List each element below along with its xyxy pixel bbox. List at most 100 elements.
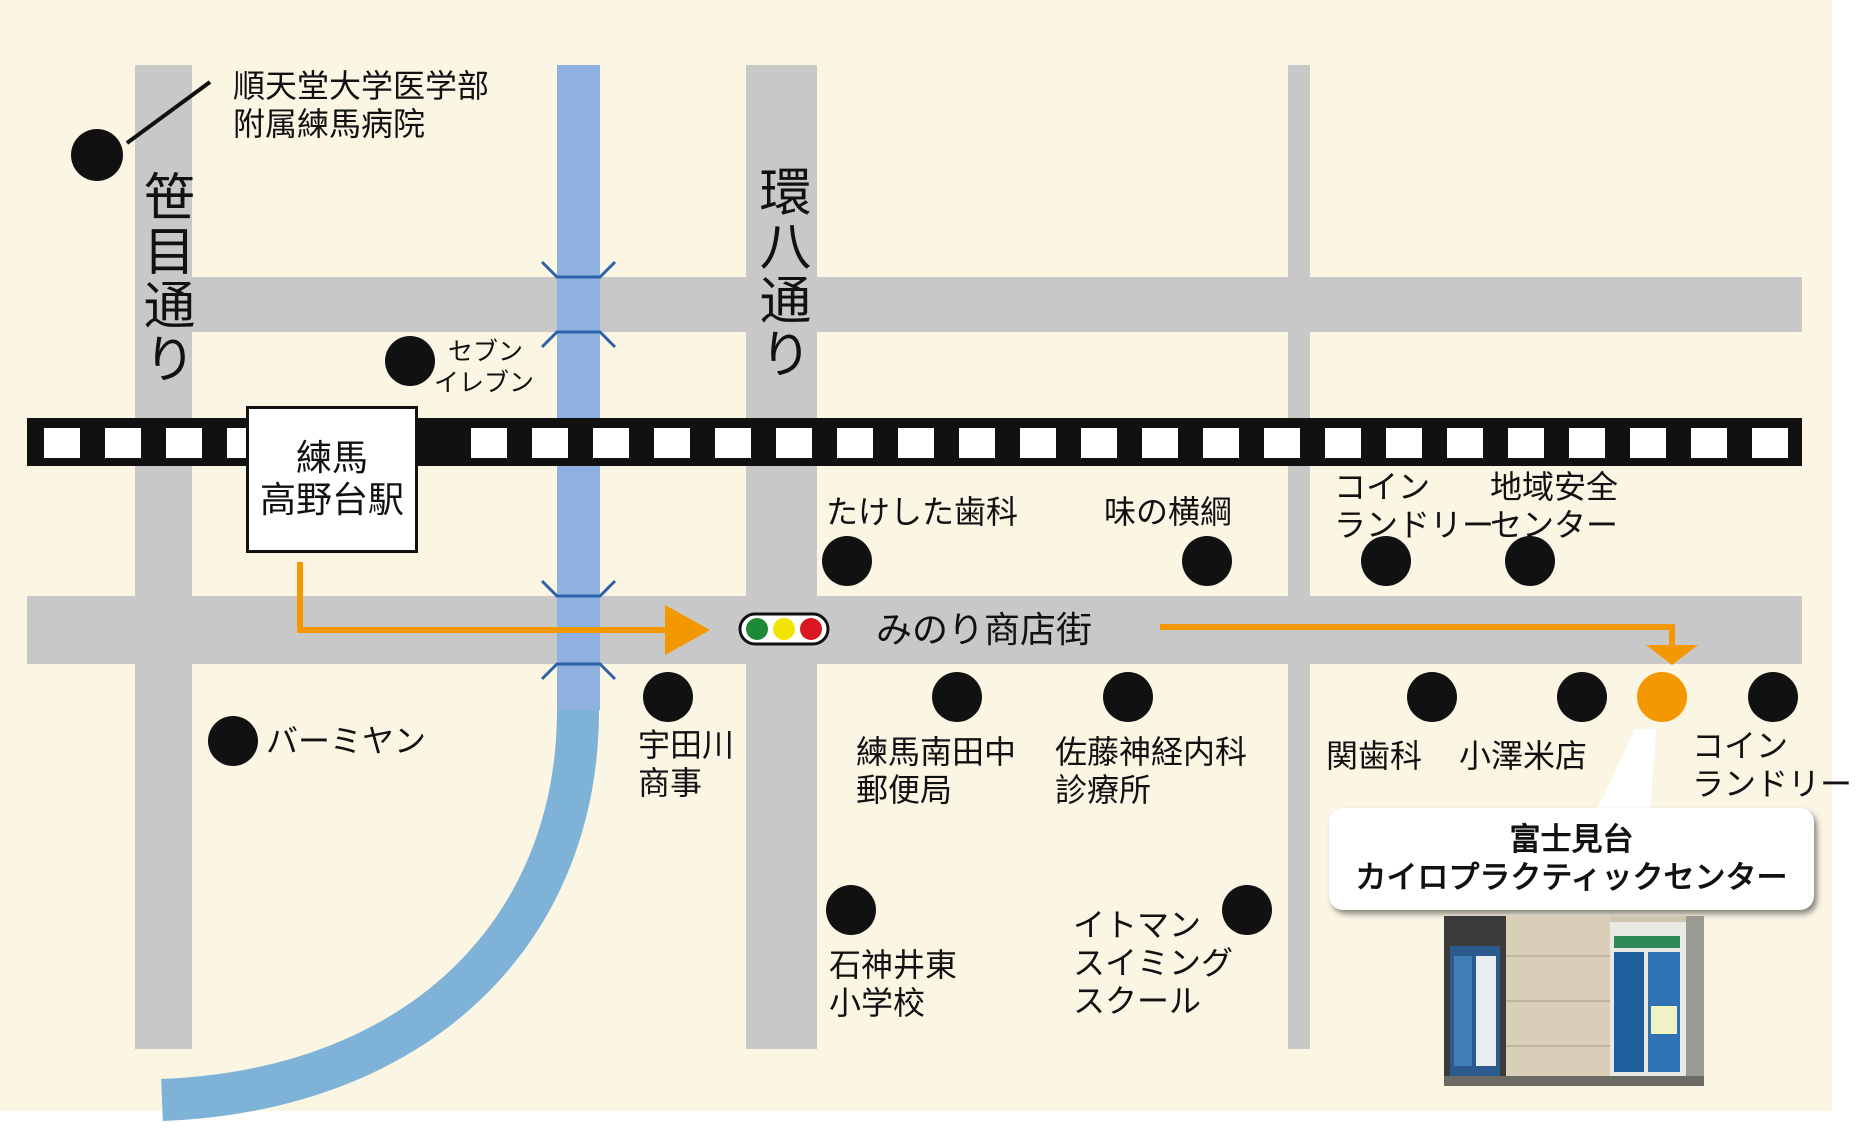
station-box[interactable]: 練馬 高野台駅: [246, 406, 418, 553]
label-seven-eleven: セブン イレブン: [434, 336, 534, 398]
rail-tie: [1691, 428, 1727, 458]
label-line: 郵便局: [856, 771, 953, 809]
road-label-kanpachi: 環八通り: [750, 165, 810, 381]
river-curve: [161, 709, 599, 1121]
label-line: たけした歯科: [826, 493, 1019, 531]
road-kanpachi: [746, 65, 817, 1049]
rail-tie: [1447, 428, 1483, 458]
storefront-photo: [1444, 916, 1704, 1086]
route-arrows: [297, 562, 1698, 665]
road-sasame: [135, 65, 192, 1049]
route-line-east: [1160, 624, 1675, 648]
label-line: ランドリー: [1334, 506, 1495, 544]
rail-tie: [837, 428, 873, 458]
label-post-office: 練馬南田中 郵便局: [856, 733, 1016, 809]
label-coin-laundry-south: コイン ランドリー: [1692, 727, 1852, 803]
destination-callout[interactable]: 富士見台 カイロプラクティックセンター: [1329, 808, 1814, 910]
rail-tie: [105, 428, 141, 458]
label-line: 練馬南田中: [856, 733, 1017, 771]
black-dot-icon: [71, 129, 123, 181]
roads: [27, 65, 1802, 1049]
label-line: 石神井東: [829, 946, 958, 984]
rail-tie: [1020, 428, 1056, 458]
rail-tie: [1508, 428, 1544, 458]
black-dot-icon: [643, 672, 693, 722]
rail-tie: [959, 428, 995, 458]
black-dot-icon: [1748, 672, 1798, 722]
black-dot-icon: [208, 716, 258, 766]
label-line: 小学校: [829, 984, 926, 1022]
river-straight: [557, 65, 600, 710]
label-line: 地域安全: [1490, 468, 1619, 506]
station-name-line1: 練馬: [295, 437, 368, 479]
label-seki-dental: 関歯科: [1326, 737, 1422, 775]
label-line: 順天堂大学医学部: [233, 67, 490, 105]
label-line: 診療所: [1055, 771, 1152, 809]
rail-tie: [1630, 428, 1666, 458]
road-north: [192, 277, 1802, 332]
bridge-mark: [540, 330, 617, 349]
bridge-mark: [540, 579, 617, 598]
landmark-markers: [71, 129, 1798, 935]
label-line: 関歯科: [1326, 737, 1423, 775]
label-line: ランドリー: [1692, 765, 1853, 803]
label-line: スクール: [1073, 982, 1202, 1020]
rail-tie: [1752, 428, 1788, 458]
rail-tie: [654, 428, 690, 458]
label-line: イトマン: [1073, 906, 1202, 944]
rail-tie: [1386, 428, 1422, 458]
label-line: 味の横綱: [1104, 493, 1233, 531]
traffic-light-icon: [738, 612, 830, 646]
rail-tie: [1325, 428, 1361, 458]
rail-tie: [1203, 428, 1239, 458]
road-label-sasame: 笹目通り: [134, 170, 194, 386]
label-line: イレブン: [434, 368, 535, 397]
label-line: センター: [1490, 506, 1619, 544]
black-dot-icon: [1222, 885, 1272, 935]
label-line: 商事: [638, 764, 703, 802]
label-ishigamii-school: 石神井東 小学校: [829, 946, 957, 1022]
label-coin-laundry-north: コイン ランドリー: [1334, 468, 1494, 544]
station-name-line2: 高野台駅: [259, 479, 404, 521]
bridge-mark: [540, 662, 617, 681]
signal-green: [746, 618, 768, 640]
label-line: 附属練馬病院: [233, 105, 426, 143]
label-ozawa-rice: 小澤米店: [1459, 737, 1587, 775]
storefront-drawing: [1444, 916, 1704, 1086]
bridge-marks: [540, 260, 617, 681]
signal-yellow: [773, 618, 795, 640]
rail-tie: [593, 428, 629, 458]
callout-pointer: [1596, 729, 1656, 812]
black-dot-icon: [1361, 536, 1411, 586]
label-udagawa: 宇田川 商事: [638, 726, 734, 802]
label-line: 佐藤神経内科: [1055, 733, 1248, 771]
rail-tie: [1569, 428, 1605, 458]
black-dot-icon: [1103, 672, 1153, 722]
rail-tie: [1081, 428, 1117, 458]
label-line: コイン: [1692, 727, 1789, 765]
rail-tie: [898, 428, 934, 458]
road-label-minori: みのり商店街: [876, 610, 1093, 651]
black-dot-icon: [385, 336, 435, 386]
rail-tie: [471, 428, 507, 458]
road-east: [1288, 65, 1310, 1049]
label-sato-clinic: 佐藤神経内科 診療所: [1055, 733, 1247, 809]
signal-red: [800, 618, 822, 640]
label-line: コイン: [1334, 468, 1431, 506]
bridge-mark: [540, 260, 617, 279]
route-arrowhead-east: [665, 605, 710, 655]
orange-dot-icon: [1637, 672, 1687, 722]
rail-tie: [44, 428, 80, 458]
route-line-west: [297, 562, 680, 633]
label-line: バーミヤン: [266, 722, 427, 760]
black-dot-icon: [1557, 672, 1607, 722]
label-itoman: イトマン スイミング スクール: [1073, 906, 1233, 1020]
black-dot-icon: [826, 885, 876, 935]
black-dot-icon: [1182, 536, 1232, 586]
destination-name-line2: カイロプラクティックセンター: [1355, 860, 1788, 896]
hospital-leader-line: [125, 80, 212, 145]
label-line: スイミング: [1073, 944, 1234, 982]
route-arrowhead-down: [1646, 645, 1698, 665]
destination-name-line1: 富士見台: [1509, 822, 1634, 858]
